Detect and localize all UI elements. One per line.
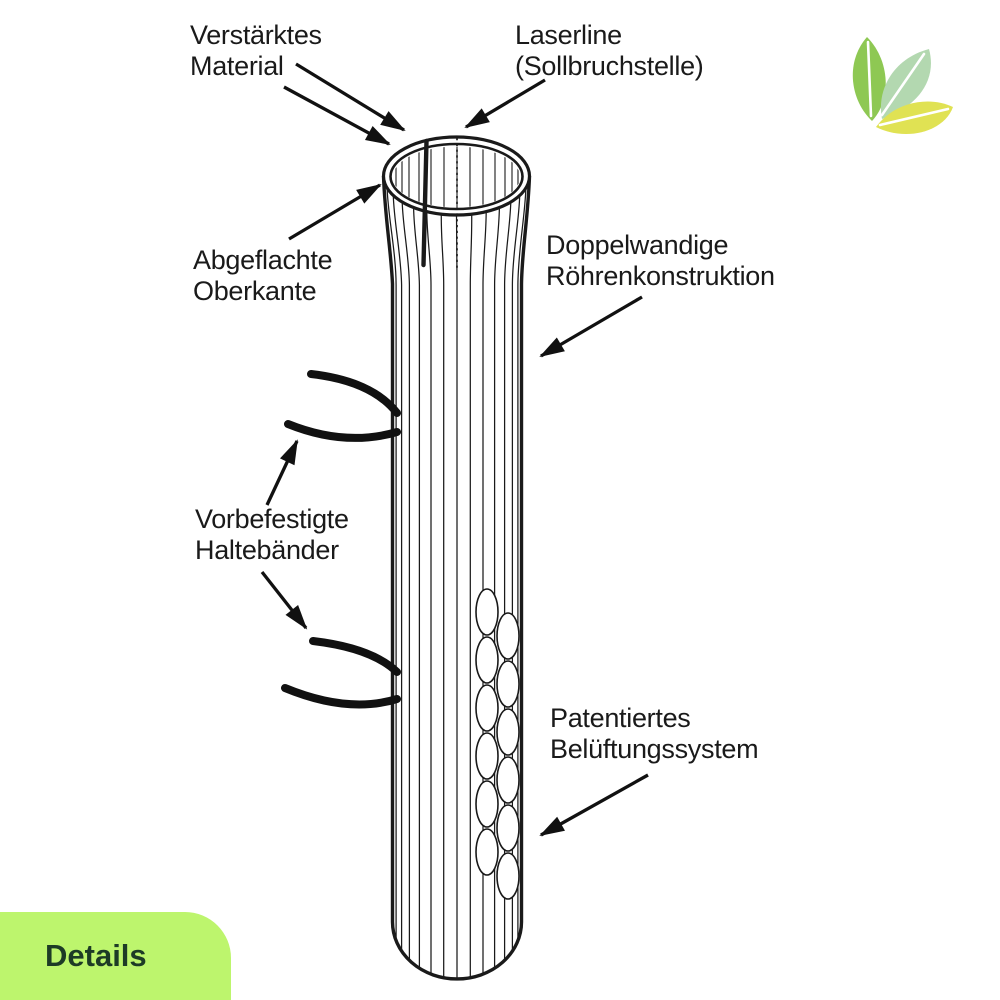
callout-laserline: Laserline (Sollbruchstelle) xyxy=(515,20,704,81)
tube-left-wall xyxy=(381,175,395,922)
leaf-veins xyxy=(866,40,950,127)
ties-arrow-lower xyxy=(260,570,308,630)
callout-arrows xyxy=(260,62,649,837)
tube-right-wall xyxy=(519,175,532,922)
details-badge-label: Details xyxy=(45,938,147,973)
callout-pre-attached-ties: Vorbefestigte Haltebänder xyxy=(195,504,349,565)
reinforced-material-arrow-1 xyxy=(295,62,406,132)
ties-arrow-upper xyxy=(265,439,299,506)
laserline-arrow xyxy=(464,78,546,129)
reinforced-material-arrow-2 xyxy=(283,85,391,146)
leaves-logo xyxy=(852,37,953,135)
ventilation-holes xyxy=(475,588,520,900)
flattened-edge-arrow xyxy=(288,183,382,241)
callout-flattened-top-edge: Abgeflachte Oberkante xyxy=(193,245,333,306)
callout-patented-ventilation: Patentiertes Belüftungssystem xyxy=(550,703,759,764)
tie-band-lower xyxy=(281,637,401,709)
mouth-inner-ribs xyxy=(393,146,520,208)
callout-reinforced-material: Verstärktes Material xyxy=(190,20,322,81)
ventilation-arrow xyxy=(539,773,649,837)
shelter-tube-drawing xyxy=(281,135,532,981)
leaf-middle-icon xyxy=(880,49,931,119)
details-badge: Details xyxy=(0,912,231,1000)
callout-double-wall-construction: Doppelwandige Röhrenkonstruktion xyxy=(546,230,775,291)
reinforced-material-line xyxy=(421,138,429,268)
double-wall-arrow xyxy=(539,295,643,358)
tube-ribs xyxy=(386,187,527,979)
tie-band-upper xyxy=(284,370,401,442)
